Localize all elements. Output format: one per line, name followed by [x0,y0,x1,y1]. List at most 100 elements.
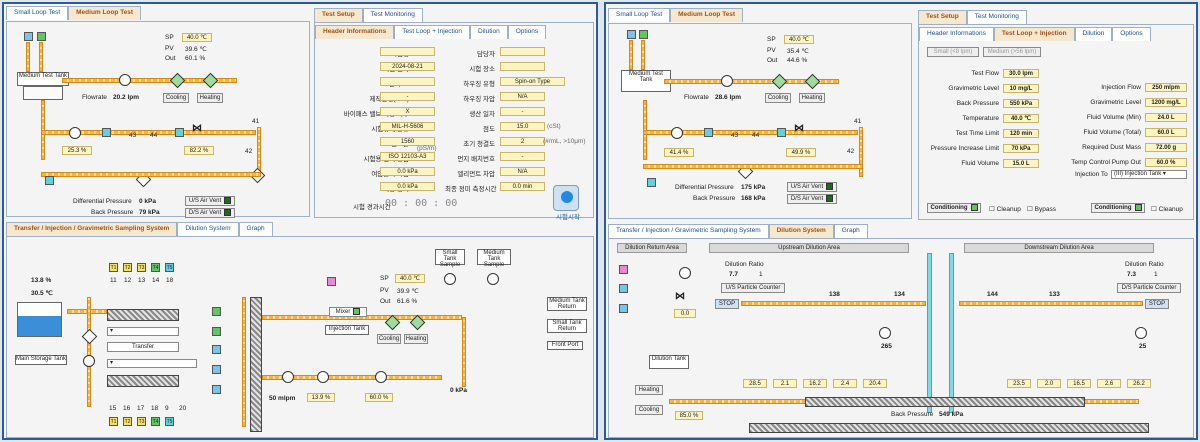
form-value[interactable]: MIL-H-5606 [380,122,435,131]
form-value[interactable]: X [380,107,435,116]
gauge-icon [69,127,81,139]
form-value[interactable]: N/A [500,167,545,176]
transfer-select[interactable]: ▾ [107,327,179,336]
transfer-select-2[interactable]: ▾ [107,359,197,368]
field-value[interactable]: 550 kPa [1003,99,1039,108]
form-value[interactable]: N/A [500,92,545,101]
transfer-button[interactable]: Transfer [107,342,179,352]
tab-test-monitoring-r[interactable]: Test Monitoring [966,10,1027,24]
tab-header-info-r[interactable]: Header Informations [919,27,994,41]
heating-button-r[interactable]: Heating [799,93,825,103]
mixer-button[interactable]: Mixer [329,307,367,317]
tab-small-loop-r[interactable]: Small Loop Test [608,8,671,22]
start-test-button[interactable] [553,185,579,211]
us-air-vent-button-r[interactable]: U/S Air Vent [787,182,837,192]
ds-particle-counter[interactable]: D/S Particle Counter [1117,283,1181,293]
field-value[interactable]: 24.0 L [1145,113,1187,122]
tab-medium-loop-r[interactable]: Medium Loop Test [670,8,744,22]
form-value[interactable]: ISO 12103-A3 [380,152,435,161]
sp-value-r: 40.0 ℃ [784,35,814,44]
form-value[interactable]: 2024-08-21 [380,62,435,71]
cooling-button-d[interactable]: Cooling [635,405,663,415]
tab-options[interactable]: Options [507,25,547,39]
cleanup-check[interactable]: ☐ Cleanup [989,206,1021,213]
valve-icon [81,328,98,345]
stop-button-ds[interactable]: STOP [1145,299,1169,309]
field-value[interactable]: 1200 mg/L [1145,98,1187,107]
injection-to-select[interactable]: (III) Injection Tank ▾ [1111,170,1187,179]
field-value[interactable]: 15.0 L [1003,159,1039,168]
sub-tabs-r: Header Informations Test Loop + Injectio… [919,27,1151,41]
field-value[interactable]: 40.0 ℃ [1003,114,1039,123]
form-value[interactable] [500,62,545,71]
heating-button[interactable]: Heating [197,93,223,103]
bypass-check[interactable]: ☐ Bypass [1027,206,1056,213]
cleanup-check-2[interactable]: ☐ Cleanup [1151,206,1183,213]
form-value[interactable]: 2 [500,137,545,146]
tab-dilution-system[interactable]: Dilution System [177,222,239,236]
tab-graph-r[interactable]: Graph [833,224,868,238]
cooling-button[interactable]: Cooling [163,93,189,103]
cooling-button-2[interactable]: Cooling [377,334,401,344]
field-value[interactable]: 30.0 lpm [1003,69,1039,78]
tab-test-monitoring[interactable]: Test Monitoring [362,8,423,22]
form-value[interactable] [380,77,435,86]
form-value[interactable]: 1560 [380,137,435,146]
heating-valve-icon[interactable] [202,72,219,89]
pipe [664,79,839,84]
ds-air-vent-button[interactable]: D/S Air Vent [185,208,235,218]
form-value[interactable]: 0.0 kPa [380,182,435,191]
form-value[interactable]: 0.0 kPa [380,167,435,176]
tab-test-setup[interactable]: Test Setup [314,8,363,22]
tab-test-setup-r[interactable]: Test Setup [918,10,967,24]
cooling-valve-icon[interactable] [771,73,788,90]
field-value[interactable]: 60.0 % [1145,158,1187,167]
field-value[interactable]: 72.00 g [1145,143,1187,152]
form-value[interactable]: - [380,92,435,101]
form-value[interactable]: Spin-on Type [500,77,565,86]
tab-dilution-r[interactable]: Dilution [1074,27,1113,41]
tab-dilution-system-r[interactable]: Dilution System [768,224,834,238]
field-value[interactable]: 10 mg/L [1003,84,1039,93]
size-small-radio[interactable]: Small (<8 lpm) [927,47,979,57]
pipe [26,42,30,72]
tab-small-loop[interactable]: Small Loop Test [6,6,69,20]
valve-value: 82.2 % [184,146,214,155]
field-value[interactable]: 120 min [1003,129,1039,138]
field-value[interactable]: 60.0 L [1145,128,1187,137]
dilution-tank: Dilution Tank [649,355,689,369]
conditioning-button-2[interactable]: Conditioning [1091,203,1145,213]
tab-test-loop-r[interactable]: Test Loop + Injection [993,27,1075,41]
ds-air-vent-button-r[interactable]: D/S Air Vent [787,194,837,204]
cooling-button-r[interactable]: Cooling [765,93,791,103]
us-air-vent-button[interactable]: U/S Air Vent [185,196,235,206]
field-value[interactable]: 70 kPa [1003,144,1039,153]
conditioning-button[interactable]: Conditioning [927,203,981,213]
us-particle-counter[interactable]: U/S Particle Counter [721,283,785,293]
form-value[interactable] [500,47,545,56]
tab-options-r[interactable]: Options [1112,27,1151,41]
cooling-valve-icon[interactable] [169,72,186,89]
form-value[interactable]: - [500,152,545,161]
form-value[interactable]: 0.0 min [500,182,545,191]
tab-dilution[interactable]: Dilution [470,25,508,39]
form-value[interactable] [380,47,435,56]
field-value[interactable]: 250 mlpm [1145,83,1187,92]
tab-test-loop[interactable]: Test Loop + Injection [394,25,471,39]
bp-value-r: 168 kPa [741,195,766,202]
heating-valve-icon[interactable] [804,73,821,90]
tab-transfer[interactable]: Transfer / Injection / Gravimetric Sampl… [6,222,178,236]
tab-transfer-r[interactable]: Transfer / Injection / Gravimetric Sampl… [608,224,769,238]
pipe [462,317,466,387]
tab-graph[interactable]: Graph [238,222,273,236]
sub-tabs: Header Informations Test Loop + Injectio… [315,25,547,39]
stop-button-us[interactable]: STOP [715,299,739,309]
form-value[interactable]: 15.0 [500,122,545,131]
form-value[interactable]: - [500,107,545,116]
field-label: Pressure Increase Limit [930,145,999,152]
size-medium-radio[interactable]: Medium (>56 lpm) [983,47,1041,57]
heating-button-d[interactable]: Heating [635,385,663,395]
tab-header-info[interactable]: Header Informations [315,25,395,39]
tab-medium-loop[interactable]: Medium Loop Test [68,6,142,20]
heating-button-2[interactable]: Heating [404,334,428,344]
